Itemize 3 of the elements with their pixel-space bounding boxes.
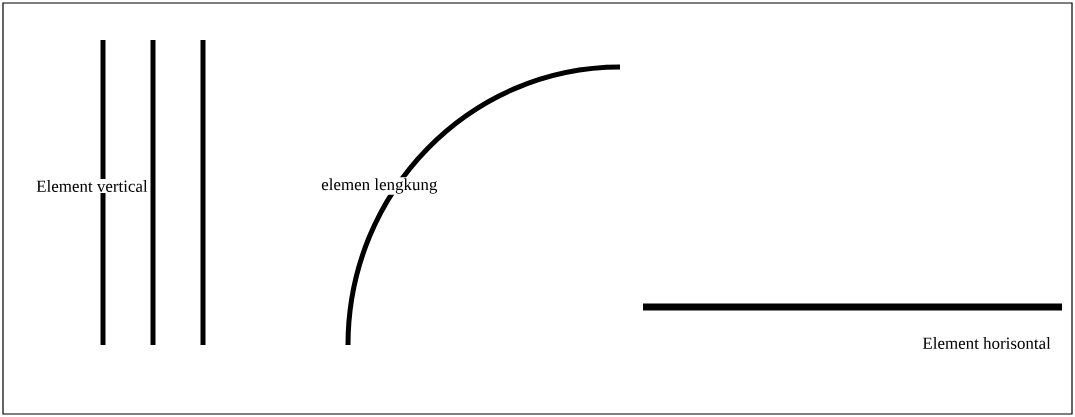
- element-label: Element vertical: [35, 179, 149, 193]
- element-label: elemen lengkung: [320, 177, 439, 195]
- element-label: Element horisontal: [921, 336, 1052, 350]
